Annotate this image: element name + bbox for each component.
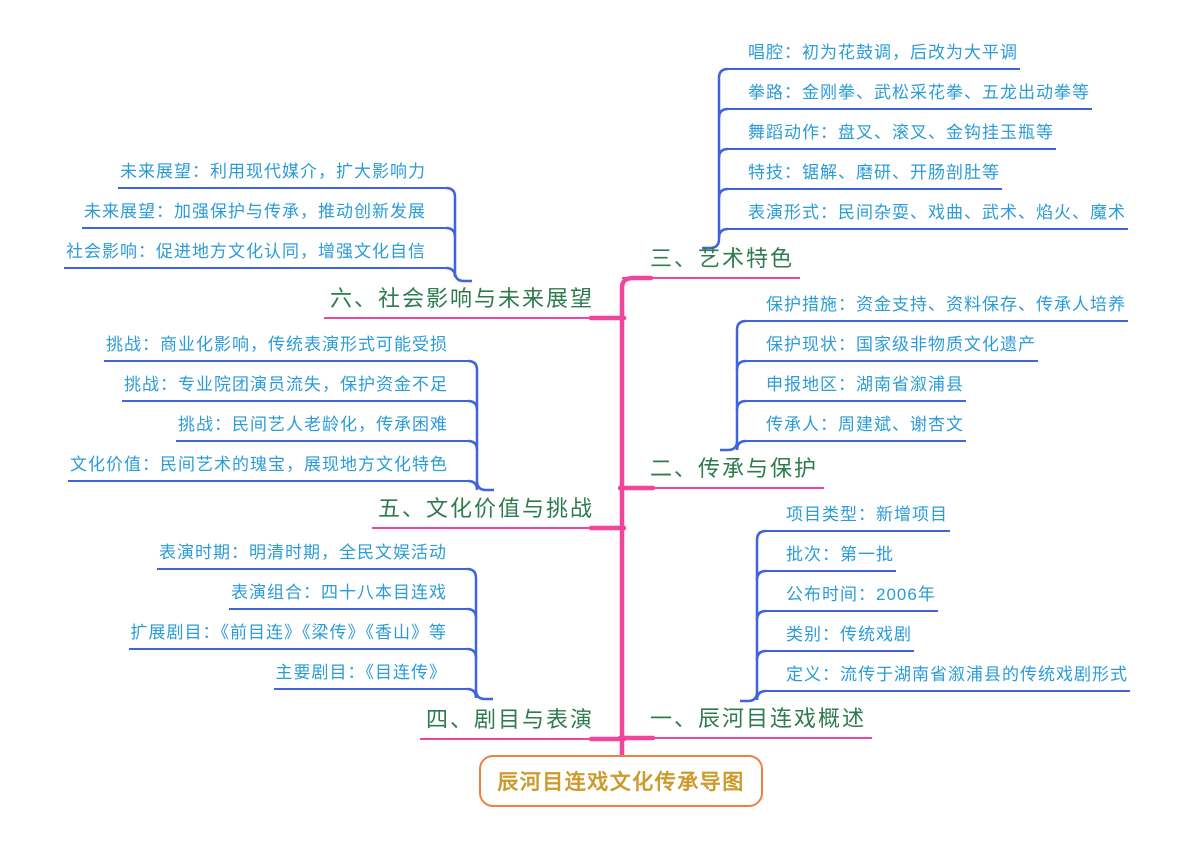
child-elbow	[717, 227, 729, 239]
node-gongbu-shijian[interactable]: 公布时间：2006年	[764, 584, 938, 612]
child-elbow	[717, 187, 729, 199]
child-elbow	[755, 689, 767, 701]
node-biaoyan-shiqi[interactable]: 表演时期：明清时期，全民文娱活动	[157, 542, 469, 570]
child-elbow	[445, 266, 457, 278]
node-chuanchengren[interactable]: 传承人：周建斌、谢杏文	[744, 414, 966, 442]
node-tiaozhan-yuantuan[interactable]: 挑战：专业院团演员流失，保护资金不足	[122, 374, 470, 402]
child-elbow	[466, 687, 478, 699]
branch-label-4[interactable]: 四、剧目与表演	[419, 706, 622, 740]
branch-label-1[interactable]: 一、辰河目连戏概述	[622, 705, 873, 739]
node-biaoyan-zuhe[interactable]: 表演组合：四十八本目连戏	[229, 582, 469, 610]
node-xiangmu-leixing[interactable]: 项目类型：新增项目	[764, 504, 950, 532]
child-elbow	[466, 647, 478, 659]
branch-label-3[interactable]: 三、艺术特色	[622, 245, 801, 279]
child-elbow	[735, 399, 747, 411]
node-baohu-cuoshi[interactable]: 保护措施：资金支持、资料保存、传承人培养	[744, 294, 1128, 322]
node-kuozhan-jumu[interactable]: 扩展剧目：《前目连》《梁传》《香山》等	[128, 622, 469, 650]
child-elbow	[755, 609, 767, 621]
node-leibie[interactable]: 类别：传统戏剧	[764, 624, 914, 652]
node-biaoyan-xingshi[interactable]: 表演形式：民间杂耍、戏曲、武术、焰火、魔术	[726, 202, 1128, 230]
child-elbow	[445, 226, 457, 238]
child-elbow	[467, 399, 479, 411]
child-elbow	[467, 479, 479, 491]
child-spine-5	[467, 359, 494, 492]
child-elbow	[717, 147, 729, 159]
trunk-line	[619, 275, 654, 758]
central-topic-node[interactable]: 辰河目连戏文化传承导图	[479, 755, 763, 807]
node-shenbao-diqu[interactable]: 申报地区：湖南省溆浦县	[744, 374, 966, 402]
node-changqiang[interactable]: 唱腔：初为花鼓调，后改为大平调	[726, 42, 1020, 70]
child-elbow	[755, 649, 767, 661]
node-tiaozhan-shangye[interactable]: 挑战：商业化影响，传统表演形式可能受损	[104, 334, 470, 362]
child-elbow	[755, 569, 767, 581]
branch-label-6[interactable]: 六、社会影响与未来展望	[323, 285, 622, 319]
branch-label-5[interactable]: 五、文化价值与挑战	[371, 495, 622, 529]
node-wenhua-jiazhi[interactable]: 文化价值：民间艺术的瑰宝，展现地方文化特色	[68, 454, 470, 482]
node-pici[interactable]: 批次：第一批	[764, 544, 896, 572]
node-weilai-baohu[interactable]: 未来展望：加强保护与传承，推动创新发展	[82, 201, 448, 229]
node-weilai-meijie[interactable]: 未来展望：利用现代媒介，扩大影响力	[118, 161, 448, 189]
child-elbow	[467, 439, 479, 451]
child-elbow	[717, 107, 729, 119]
branch-label-2[interactable]: 二、传承与保护	[622, 455, 825, 489]
child-elbow	[735, 439, 747, 451]
child-spine-3	[702, 67, 729, 250]
child-spine-6	[445, 186, 472, 283]
child-elbow	[735, 359, 747, 371]
node-teji[interactable]: 特技：锯解、磨研、开肠剖肚等	[726, 162, 1002, 190]
node-zhuyao-jumu[interactable]: 主要剧目：《目连传》	[273, 662, 469, 690]
node-quanlu[interactable]: 拳路：金刚拳、武松采花拳、五龙出动拳等	[726, 82, 1092, 110]
child-spine-2	[720, 319, 747, 452]
node-baohu-xianzhuang[interactable]: 保护现状：国家级非物质文化遗产	[744, 334, 1038, 362]
node-shehui-yingxiang[interactable]: 社会影响：促进地方文化认同，增强文化自信	[64, 241, 448, 269]
node-wudao-dongzuo[interactable]: 舞蹈动作：盘叉、滚叉、金钩挂玉瓶等	[726, 122, 1056, 150]
child-elbow	[466, 607, 478, 619]
child-spine-4	[466, 567, 493, 701]
node-tiaozhan-laoling[interactable]: 挑战：民间艺人老龄化，传承困难	[176, 414, 470, 442]
node-dingyi[interactable]: 定义：流传于湖南省溆浦县的传统戏剧形式	[764, 664, 1130, 692]
child-spine-1	[740, 529, 767, 703]
